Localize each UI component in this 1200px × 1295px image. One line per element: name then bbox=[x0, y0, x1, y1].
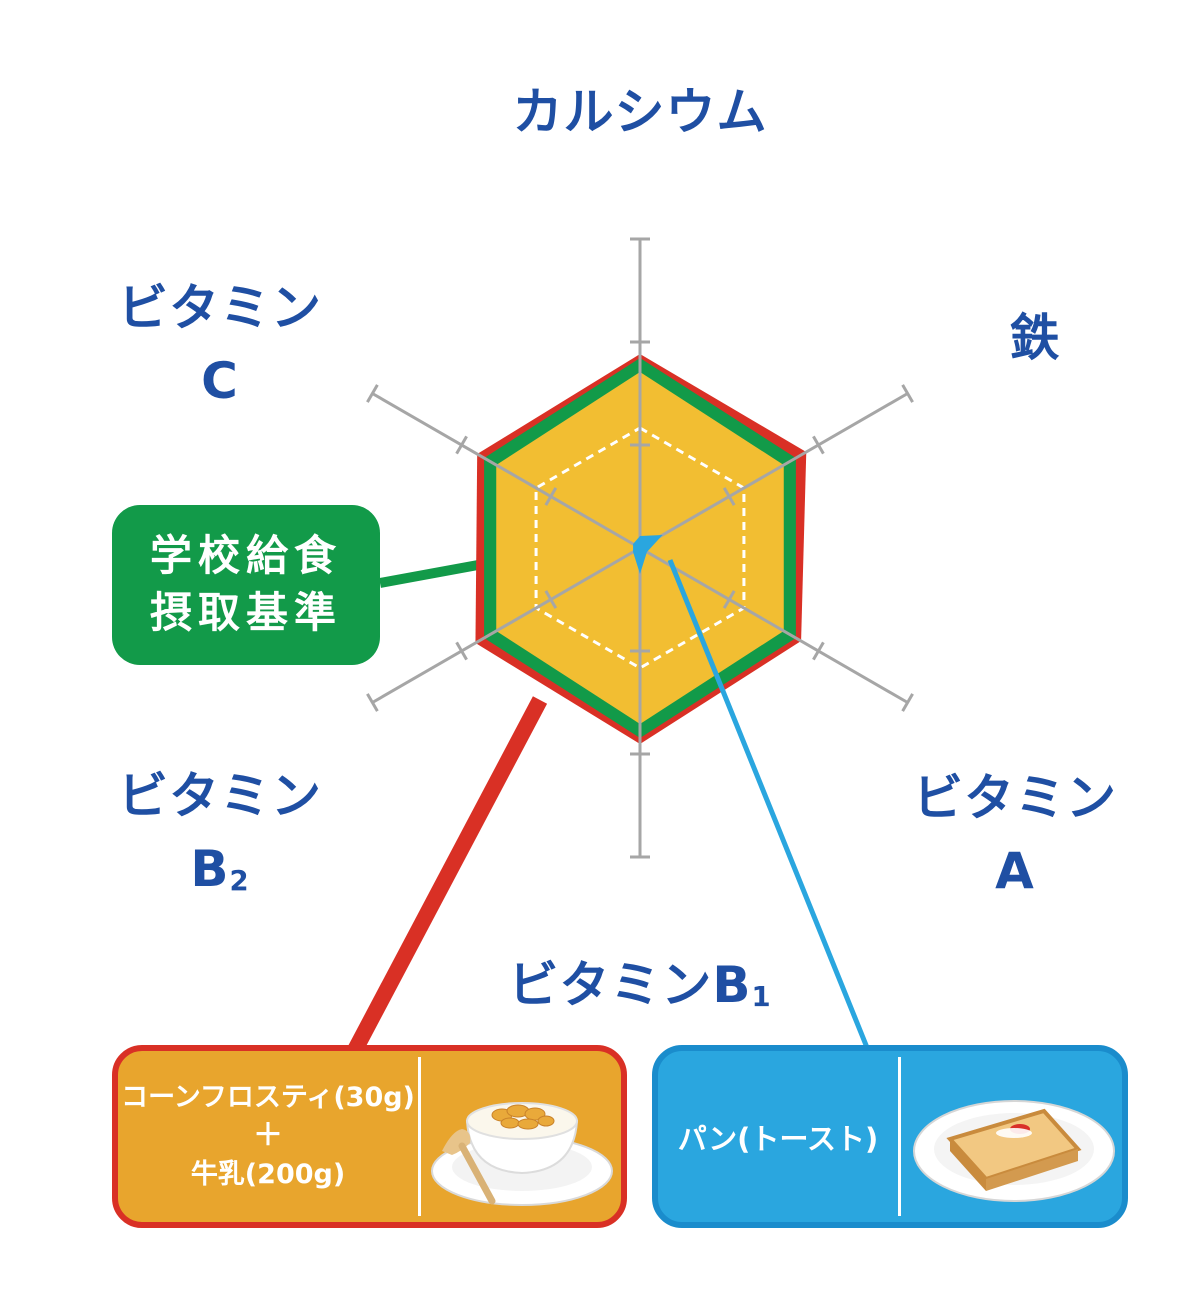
axis-tick-1-3 bbox=[901, 384, 914, 403]
axis-label-vitamin-c: ビタミン C bbox=[118, 279, 322, 410]
cereal-bowl-icon bbox=[422, 1051, 621, 1222]
axis-label-vitamin-b1: ビタミンB1 bbox=[508, 956, 772, 1014]
axis-tick-1-2 bbox=[812, 435, 825, 455]
axis-label-vitamin-a: ビタミン A bbox=[913, 769, 1117, 900]
axis-line-1 bbox=[639, 392, 909, 550]
toast-callout-text: パン(トースト) bbox=[658, 1051, 898, 1222]
axis-tick-2-2 bbox=[812, 641, 825, 661]
standard-leader-line bbox=[379, 560, 479, 588]
axis-tick-5-1 bbox=[544, 487, 558, 506]
toast-plate-icon bbox=[902, 1051, 1122, 1222]
axis-tick-2-1 bbox=[722, 590, 736, 609]
axis-tick-5-3 bbox=[366, 384, 379, 403]
cereal-label-line2: ＋ bbox=[253, 1118, 283, 1154]
cereal-label-line1: コーンフロスティ(30g) bbox=[121, 1081, 415, 1113]
cereal-label-line3: 牛乳(200g) bbox=[190, 1158, 346, 1190]
axis-line-4 bbox=[371, 546, 641, 704]
toast-callout-divider bbox=[898, 1057, 901, 1216]
standard-label-line1: 学校給食 bbox=[149, 531, 342, 581]
cereal-callout-text: コーンフロスティ(30g) ＋ 牛乳(200g) bbox=[118, 1051, 418, 1222]
standard-label-line2: 摂取基準 bbox=[149, 588, 342, 637]
toast-leader-line bbox=[667, 559, 871, 1051]
cereal-callout: コーンフロスティ(30g) ＋ 牛乳(200g) bbox=[112, 1045, 627, 1228]
axis-line-2 bbox=[639, 546, 909, 704]
cereal-callout-divider bbox=[418, 1057, 421, 1216]
toast-callout: パン(トースト) bbox=[652, 1045, 1128, 1228]
cereal-leader-line bbox=[347, 696, 548, 1054]
toast-label: パン(トースト) bbox=[677, 1121, 879, 1156]
axis-tick-4-1 bbox=[544, 590, 558, 609]
axis-line-5 bbox=[371, 392, 641, 550]
axis-tick-5-2 bbox=[455, 435, 468, 455]
axis-label-vitamin-b2: ビタミン B2 bbox=[118, 767, 322, 898]
axis-tick-1-1 bbox=[722, 487, 736, 506]
axis-tick-4-3 bbox=[366, 693, 379, 712]
standard-legend-label: 学校給食 摂取基準 bbox=[112, 505, 380, 665]
series-toast-area bbox=[633, 535, 663, 574]
axis-label-iron: 鉄 bbox=[1009, 309, 1061, 367]
axis-label-calcium: カルシウム bbox=[512, 83, 768, 141]
axis-tick-4-2 bbox=[455, 641, 468, 661]
axis-tick-2-3 bbox=[901, 693, 914, 712]
